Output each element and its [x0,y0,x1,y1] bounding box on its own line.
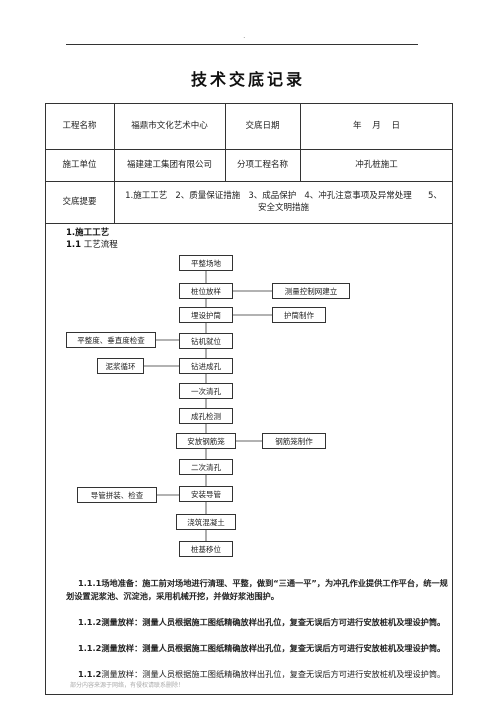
flow-step: 钻进成孔 [179,358,233,374]
row-divider [45,223,453,224]
date-label: 交底日期 [245,121,280,131]
flow-note-right: 护筒制作 [272,307,326,323]
para-number: 1.1.1 [78,578,102,588]
paragraph: 1.1.2测量放样：测量人员根据施工图纸精确放样出孔位，复查无误后方可进行安放桩… [66,616,448,629]
paragraph: 1.1.1场地准备：施工前对场地进行清理、平整，做到“三通一平”，为冲孔作业提供… [66,577,448,603]
para-body: 施工前对场地进行清理、平整，做到“三通一平”，为冲孔作业提供工作平台，统一规划设… [66,578,448,601]
flow-note-right: 测量控制网建立 [272,283,350,299]
para-number: 1.1.2 [78,617,102,627]
unit-label: 施工单位 [62,160,97,170]
header-rule [66,44,418,45]
flow-step: 安放钢筋笼 [176,433,236,449]
page-title: 技术交底记录 [190,70,305,89]
col-divider [225,103,226,181]
flow-note-right: 钢筋笼制作 [262,433,326,449]
project-label: 工程名称 [62,121,97,131]
flow-step: 桩位放样 [179,283,233,299]
row-divider [45,149,453,150]
header-dot: . [243,31,246,40]
flow-step: 成孔检测 [179,408,233,424]
watermark: 部分内容来源于网络，有侵权请联系删除！ [70,682,185,689]
subsection-title: 工艺流程 [83,240,118,250]
summary-label: 交底提要 [62,197,97,207]
flow-step: 钻机就位 [179,333,233,349]
para-title: 场地准备： [101,578,143,588]
para-body: 测量放样：测量人员根据施工图纸精确放样出孔位，复查无误后方可进行安放桩机及埋设护… [101,669,446,679]
subsection-number: 1.1 [66,240,82,250]
flow-note-left: 泥浆循环 [97,358,144,374]
para-title: 测量放样： [101,617,143,627]
date-value: 年 月 日 [352,121,401,131]
para-number: 1.1.2 [78,669,102,679]
subproject-label: 分项工程名称 [236,160,288,170]
flow-step: 二次清孔 [179,459,233,475]
paragraph: 1.1.2测量放样：测量人员根据施工图纸精确放样出孔位，复查无误后方可进行安放桩… [66,642,448,655]
summary-value: 1.施工工艺 2、质量保证措施 3、成品保护 4、冲孔注意事项及异常处理 5、安… [125,191,442,213]
record-table [45,103,453,695]
row-divider [45,181,453,182]
col-divider [114,103,115,223]
flow-step: 平整场地 [179,255,233,271]
subproject-value: 冲孔桩施工 [355,160,398,170]
para-title: 测量放样： [101,643,143,653]
project-value: 福鼎市文化艺术中心 [131,121,208,131]
flow-note-left: 平整度、垂直度检查 [66,332,156,348]
subsection-heading: 1.1 工艺流程 [66,238,118,250]
flow-note-left: 导管拼装、检查 [77,487,157,503]
flow-step: 埋设护筒 [179,307,233,323]
paragraph: 1.1.2测量放样：测量人员根据施工图纸精确放样出孔位，复查无误后方可进行安放桩… [66,668,448,681]
flow-step: 安装导管 [179,486,233,502]
para-body: 测量人员根据施工图纸精确放样出孔位，复查无误后方可进行安放桩机及埋设护筒。 [142,643,446,653]
col-divider [300,103,301,181]
para-number: 1.1.2 [78,643,102,653]
flow-step: 一次清孔 [179,383,233,399]
section-heading: 1.施工工艺 [66,228,110,238]
para-body: 测量人员根据施工图纸精确放样出孔位，复查无误后方可进行安放桩机及埋设护筒。 [142,617,446,627]
flow-step: 浇筑混凝土 [176,514,236,530]
flow-step: 桩基移位 [179,541,233,557]
unit-value: 福建建工集团有限公司 [126,160,212,170]
